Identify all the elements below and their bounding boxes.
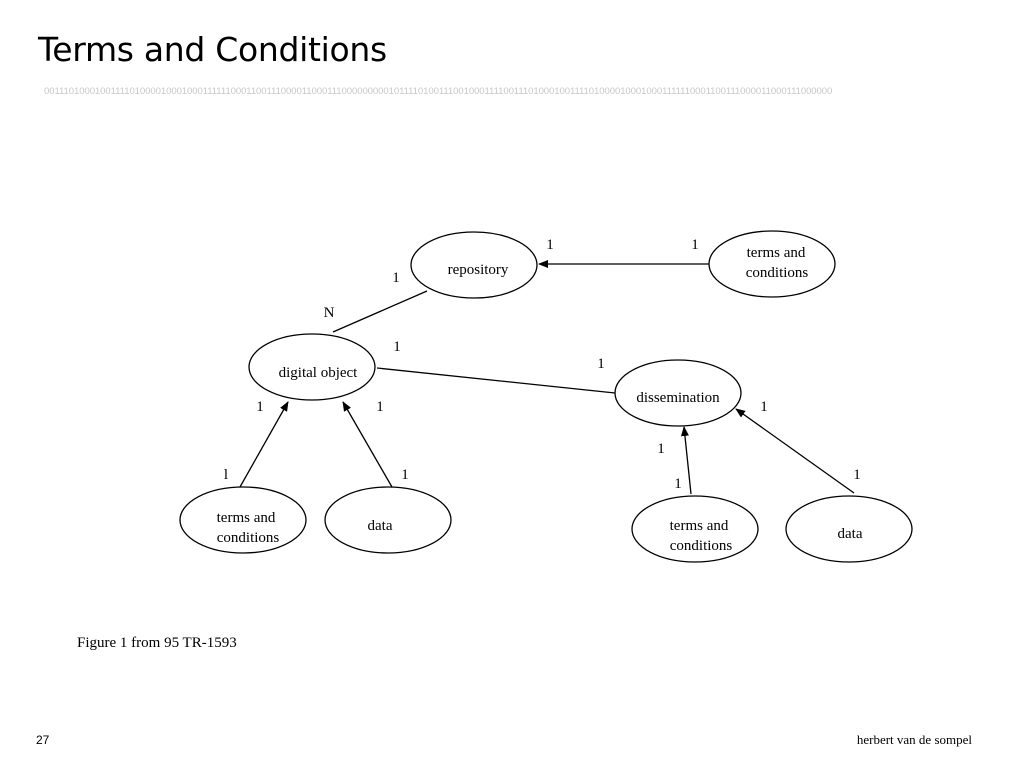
dissemination-node — [614, 359, 742, 427]
dis-data-label: data — [838, 526, 863, 542]
nodes — [179, 230, 913, 563]
dis-terms-label-line1: terms and — [670, 518, 729, 534]
digital-object-node — [248, 333, 376, 401]
cardinality-repo-terms-at-terms: 1 — [691, 237, 699, 253]
connectors — [239, 260, 855, 495]
cardinality-repo-do-at-repository: 1 — [392, 270, 400, 286]
repo-terms-node — [708, 230, 836, 298]
repository-node — [410, 231, 538, 299]
dis-terms-label-line2: conditions — [670, 538, 733, 554]
cardinality-dis-data-at-data: 1 — [853, 467, 861, 483]
binary-decoration-strip: 0011101000100111101000010001000111111000… — [44, 86, 833, 97]
dis-data-node — [785, 495, 913, 563]
digital-object-dissemination-edge — [376, 367, 616, 394]
cardinality-do-dis-at-digital-object: 1 — [393, 339, 401, 355]
cardinality-do-data-at-data: 1 — [401, 467, 409, 483]
figure-caption: Figure 1 from 95 TR-1593 — [77, 635, 237, 651]
do-terms-label-line1: terms and — [217, 510, 276, 526]
do-data-label: data — [368, 518, 393, 534]
cardinality-dis-data-at-dissemination: 1 — [760, 399, 768, 415]
digital-object-label: digital object — [279, 365, 359, 381]
do-data-node — [324, 486, 452, 554]
do-terms-node — [179, 486, 307, 554]
author-footer: herbert van de sompel — [856, 732, 972, 747]
do-data-arrow — [342, 401, 393, 488]
dis-terms-node — [631, 495, 759, 563]
cardinality-dis-terms-at-terms: 1 — [674, 476, 682, 492]
dissemination-label: dissemination — [636, 390, 720, 406]
cardinality-do-terms-at-digital-object: 1 — [256, 399, 264, 415]
cardinality-do-terms-at-terms: l — [224, 467, 228, 483]
cardinality-repo-terms-at-repository: 1 — [546, 237, 554, 253]
cardinality-dis-terms-at-dissemination: 1 — [657, 441, 665, 457]
slide-number: 27 — [36, 733, 50, 747]
cardinality-do-dis-at-dissemination: 1 — [597, 356, 605, 372]
node-labels: repository terms and conditions digital … — [217, 245, 863, 554]
do-terms-arrow — [239, 401, 289, 488]
cardinality-labels: 1 1 1 N 1 1 1 1 l 1 1 1 1 1 — [224, 237, 861, 492]
cardinality-repo-do-at-digital-object: N — [324, 305, 335, 321]
repository-digital-object-edge — [332, 290, 428, 333]
repo-terms-label-line2: conditions — [746, 265, 809, 281]
repo-terms-label-line1: terms and — [747, 245, 806, 261]
repository-label: repository — [448, 262, 509, 278]
do-terms-label-line2: conditions — [217, 530, 280, 546]
cardinality-do-data-at-digital-object: 1 — [376, 399, 384, 415]
dis-data-arrow — [735, 408, 855, 494]
slide-title: Terms and Conditions — [38, 30, 387, 69]
dis-terms-arrow — [680, 426, 692, 495]
